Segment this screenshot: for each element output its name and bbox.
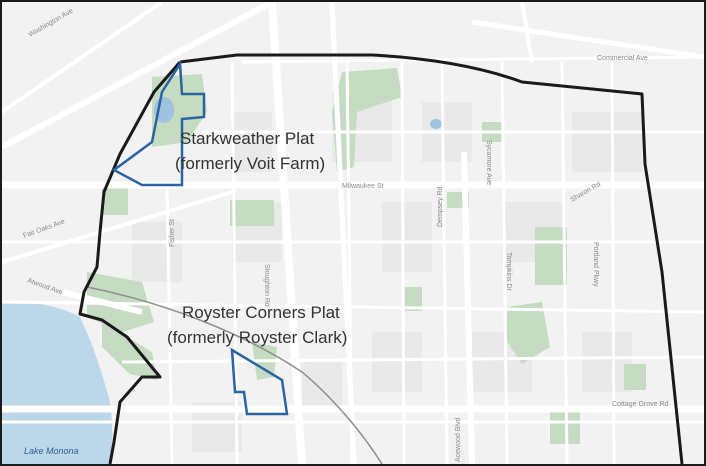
lake-label: Lake Monona [24,446,79,456]
street-dempsey: Dempsey Rd [437,186,444,227]
street-fisher: Fisher St [169,219,176,247]
street-acewood: Acewood Blvd [455,418,462,462]
royster-label-line1: Royster Corners Plat [182,303,340,322]
minor-roads [2,55,704,464]
street-milwaukee: Milwaukee St [342,183,384,190]
starkweather-label-line2: (formerly Voit Farm) [175,154,325,173]
parks [87,68,646,444]
street-cottage-grove: Cottage Grove Rd [612,401,669,408]
city-boundary [78,53,684,464]
street-tompkins: Tompkins Dr [505,252,512,292]
street-sycamore: Sycamore Ave [485,140,492,185]
royster-plat-outline[interactable] [230,347,289,416]
street-labels: Commercial Ave Milwaukee St Fair Oaks Av… [22,8,668,462]
starkweather-label-line1: Starkweather Plat [180,129,314,148]
street-portland: Portland Pkwy [592,242,599,287]
street-commercial: Commercial Ave [597,55,648,62]
pond-small [430,119,442,129]
starkweather-plat-outline[interactable] [111,60,206,187]
royster-label-line2: (formerly Royster Clark) [167,328,347,347]
city-blocks [132,92,642,452]
railroad [86,286,383,464]
street-stoughton: Stoughton Rd [263,264,270,307]
